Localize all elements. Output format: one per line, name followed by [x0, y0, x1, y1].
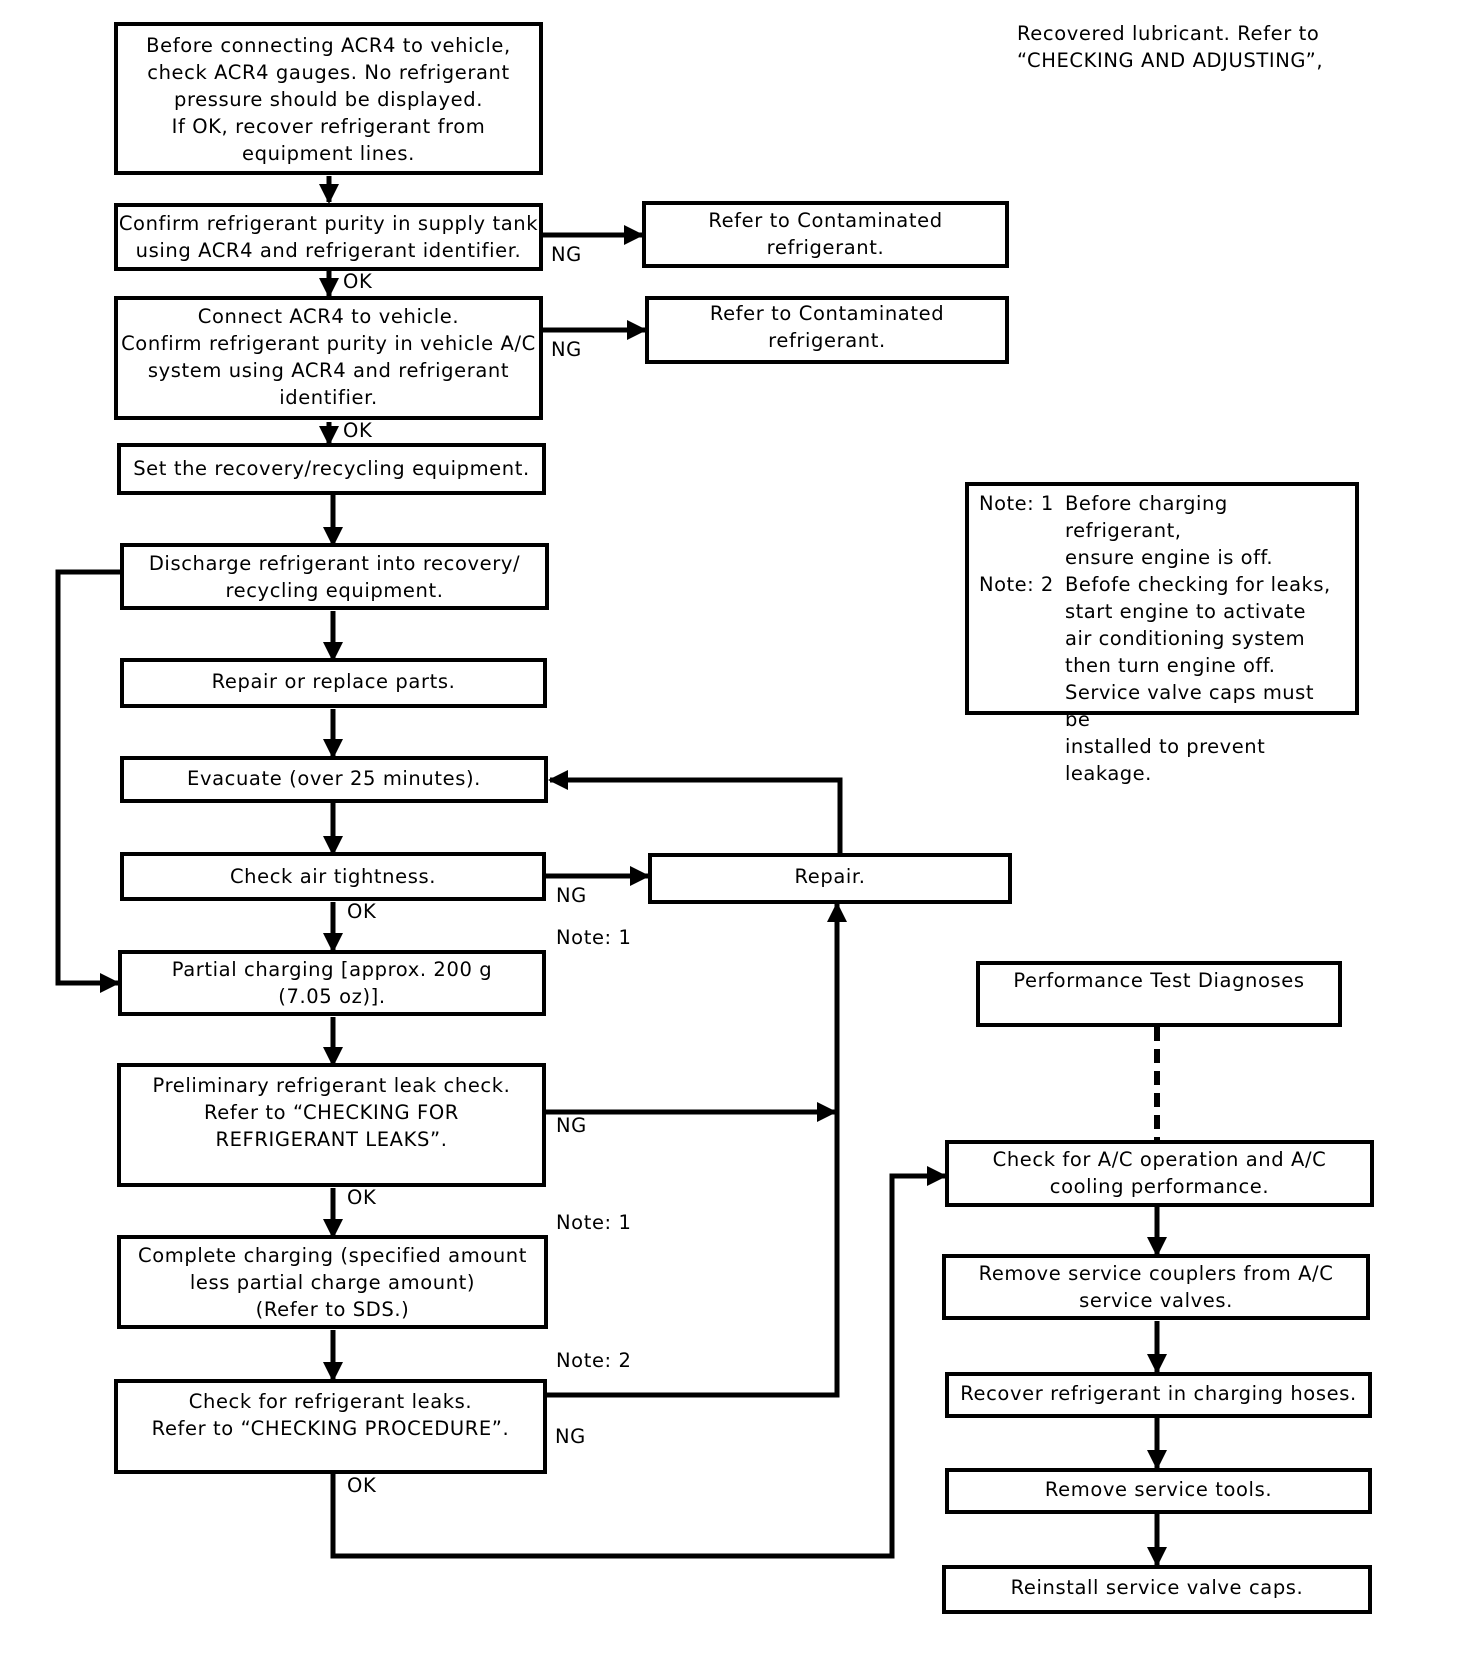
label-ng-1: NG — [551, 243, 582, 266]
note-2-text: Befofe checking for leaks, start engine … — [1065, 573, 1331, 785]
step-air-tightness: Check air tightness. — [120, 852, 546, 901]
contaminated-refrigerant-1: Refer to Contaminated refrigerant. — [642, 201, 1009, 268]
note-2-key: Note: 2 — [979, 573, 1054, 596]
note-1-row: Note: 1 Before charging refrigerant, ens… — [979, 490, 1345, 571]
label-ng-2: NG — [551, 338, 582, 361]
label-note-2: Note: 2 — [556, 1349, 632, 1372]
step-remove-tools: Remove service tools. — [945, 1468, 1372, 1514]
step-partial-charging-text: Partial charging [approx. 200 g (7.05 oz… — [171, 958, 493, 1008]
step-complete-charging-text: Complete charging (specified amount less… — [138, 1244, 527, 1321]
step-air-tightness-text: Check air tightness. — [229, 865, 437, 888]
step-check-refrigerant-leaks: Check for refrigerant leaks. Refer to “C… — [114, 1379, 547, 1474]
step-remove-couplers: Remove service couplers from A/C service… — [942, 1254, 1370, 1320]
step-evacuate-text: Evacuate (over 25 minutes). — [187, 767, 481, 790]
step-confirm-supply-purity: Confirm refrigerant purity in supply tan… — [114, 203, 543, 271]
step-connect-acr4-text: Connect ACR4 to vehicle. Confirm refrige… — [121, 305, 536, 409]
step-evacuate: Evacuate (over 25 minutes). — [120, 756, 548, 803]
step-recover-hoses-text: Recover refrigerant in charging hoses. — [960, 1382, 1357, 1405]
step-preliminary-leak-check-text: Preliminary refrigerant leak check. Refe… — [152, 1074, 511, 1151]
step-partial-charging: Partial charging [approx. 200 g (7.05 oz… — [118, 950, 546, 1016]
step-repair-parts-text: Repair or replace parts. — [211, 670, 456, 693]
step-remove-tools-text: Remove service tools. — [1044, 1478, 1273, 1501]
contaminated-refrigerant-2-text: Refer to Contaminated refrigerant. — [709, 302, 945, 352]
repair-box: Repair. — [648, 853, 1012, 904]
connector-s12-repair — [545, 902, 847, 1398]
step-repair-parts: Repair or replace parts. — [120, 658, 547, 708]
step-set-recovery: Set the recovery/recycling equipment. — [117, 443, 546, 495]
step-reinstall-caps: Reinstall service valve caps. — [942, 1565, 1372, 1614]
connector-repair-s7 — [548, 770, 843, 854]
repair-box-text: Repair. — [794, 865, 866, 888]
step-check-refrigerant-leaks-text: Check for refrigerant leaks. Refer to “C… — [151, 1390, 510, 1440]
label-ok-4: OK — [347, 1186, 377, 1209]
step-check-gauges: Before connecting ACR4 to vehicle, check… — [114, 22, 543, 175]
label-note-1a: Note: 1 — [556, 926, 632, 949]
performance-test-diagnoses: Performance Test Diagnoses — [976, 961, 1342, 1027]
step-check-ac-operation-text: Check for A/C operation and A/C cooling … — [992, 1148, 1327, 1198]
step-set-recovery-text: Set the recovery/recycling equipment. — [133, 457, 530, 480]
connector-bypass-s5-s9 — [55, 569, 120, 993]
step-recover-hoses: Recover refrigerant in charging hoses. — [945, 1372, 1372, 1418]
note-1-key: Note: 1 — [979, 492, 1054, 515]
step-preliminary-leak-check: Preliminary refrigerant leak check. Refe… — [117, 1063, 546, 1187]
label-note-1b: Note: 1 — [556, 1211, 632, 1234]
contaminated-refrigerant-2: Refer to Contaminated refrigerant. — [645, 296, 1009, 364]
connector-s12-r1 — [330, 1166, 947, 1559]
label-ng-3: NG — [556, 884, 587, 907]
label-ok-1: OK — [343, 270, 373, 293]
contaminated-refrigerant-1-text: Refer to Contaminated refrigerant. — [708, 209, 943, 259]
step-discharge: Discharge refrigerant into recovery/ rec… — [120, 543, 549, 610]
step-remove-couplers-text: Remove service couplers from A/C service… — [978, 1262, 1334, 1312]
label-ok-2: OK — [343, 419, 373, 442]
step-discharge-text: Discharge refrigerant into recovery/ rec… — [148, 552, 521, 602]
step-complete-charging: Complete charging (specified amount less… — [117, 1235, 548, 1329]
note-2-row: Note: 2 Befofe checking for leaks, start… — [979, 571, 1345, 787]
label-ok-3: OK — [347, 900, 377, 923]
label-ng-4: NG — [556, 1114, 587, 1137]
step-check-gauges-text: Before connecting ACR4 to vehicle, check… — [146, 34, 511, 165]
label-ok-5: OK — [347, 1474, 377, 1497]
performance-test-diagnoses-text: Performance Test Diagnoses — [1013, 969, 1305, 992]
label-ng-5: NG — [555, 1425, 586, 1448]
step-confirm-supply-purity-text: Confirm refrigerant purity in supply tan… — [118, 212, 539, 262]
note-1-text: Before charging refrigerant, ensure engi… — [1065, 492, 1274, 569]
notes-box: Note: 1 Before charging refrigerant, ens… — [965, 482, 1359, 785]
header-note: Recovered lubricant. Refer to “CHECKING … — [1017, 22, 1324, 72]
step-check-ac-operation: Check for A/C operation and A/C cooling … — [945, 1140, 1374, 1207]
step-reinstall-caps-text: Reinstall service valve caps. — [1010, 1576, 1304, 1599]
step-connect-acr4: Connect ACR4 to vehicle. Confirm refrige… — [114, 296, 543, 420]
